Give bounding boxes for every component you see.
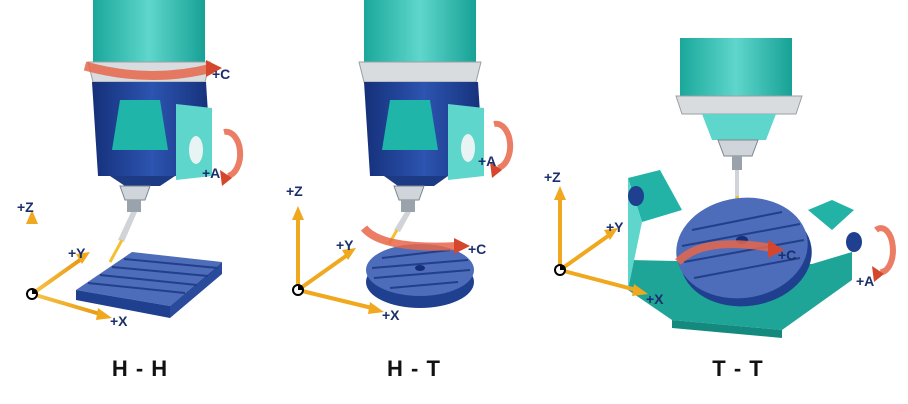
axis-label-x: +X	[646, 291, 664, 307]
label-rot-1: +C	[212, 66, 230, 82]
machine-head	[364, 82, 484, 186]
axis-triad	[26, 210, 112, 320]
axis-triad	[292, 206, 384, 314]
label-rot-2: +A	[202, 165, 220, 181]
caption-tt: T - T	[712, 356, 764, 381]
spindle-column	[358, 0, 482, 83]
axis-label-y: +Y	[68, 245, 86, 261]
hh-diagram: +C +A +Z +Y +X	[17, 0, 244, 329]
caption-hh: H - H	[111, 356, 169, 381]
label-rot-1: +A	[478, 153, 496, 169]
spindle-column	[675, 38, 803, 217]
rotation-arrow-a	[872, 225, 896, 282]
rotary-table	[366, 244, 474, 308]
ht-diagram: +A +C +Z +Y +X	[286, 0, 514, 323]
label-rot-2: +A	[856, 273, 874, 289]
axis-label-z: +Z	[544, 169, 561, 185]
rotation-arrow-c	[675, 240, 784, 265]
rotation-arrow-a	[220, 128, 244, 186]
axis-label-z: +Z	[286, 183, 303, 199]
caption-ht: H - T	[387, 356, 441, 381]
axis-label-z: +Z	[17, 199, 34, 215]
tool-beam	[108, 239, 124, 263]
panel-ht: +A +C +Z +Y +X	[272, 0, 532, 404]
rotation-arrow-a	[490, 120, 514, 178]
rotation-arrow-c	[360, 225, 470, 254]
axis-label-y: +Y	[336, 237, 354, 253]
cutting-tool	[108, 185, 151, 263]
machine-head	[92, 82, 212, 186]
label-rot-2: +C	[468, 241, 486, 257]
axis-label-x: +X	[110, 313, 128, 329]
panel-hh: +C +A +Z +Y +X	[0, 0, 300, 404]
axis-label-y: +Y	[606, 219, 624, 235]
axis-label-x: +X	[382, 307, 400, 323]
label-rot-1: +C	[778, 247, 796, 263]
work-table	[76, 252, 222, 318]
rotation-arrow-c	[83, 60, 222, 80]
tt-diagram: +C +A +Z +Y +X	[544, 38, 896, 338]
cutting-tool	[387, 185, 425, 245]
panel-tt: +C +A +Z +Y +X T - T	[532, 0, 908, 404]
axis-triad	[554, 186, 648, 296]
